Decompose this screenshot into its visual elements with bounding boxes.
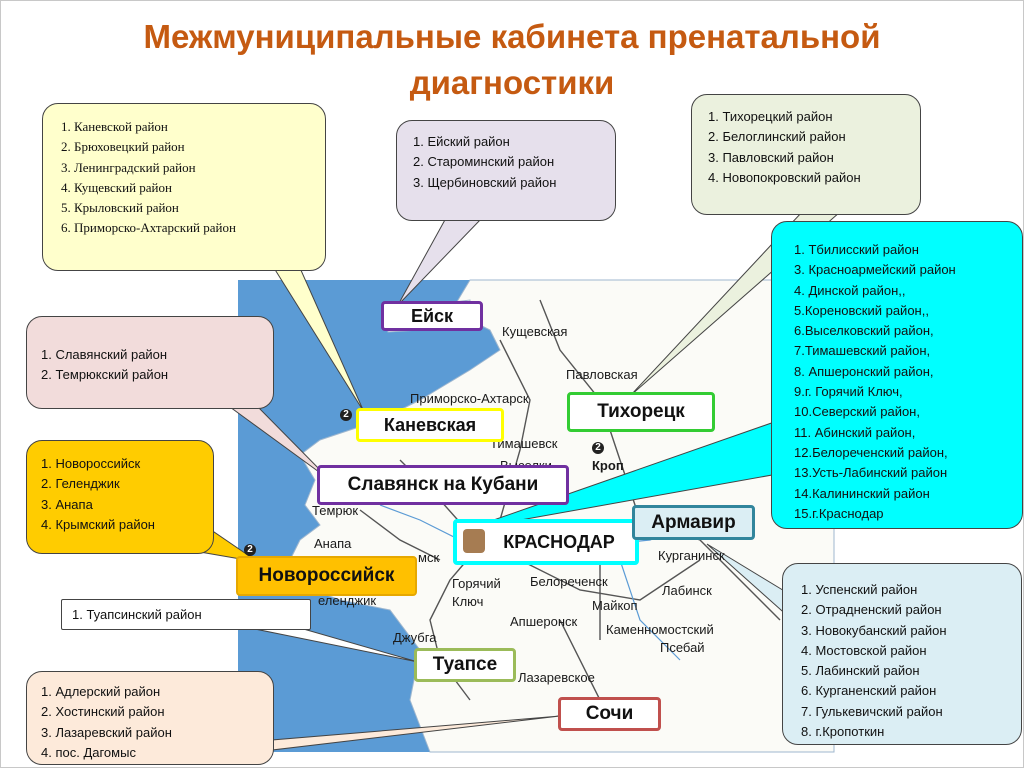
list-item: 4. Динской район,, (794, 282, 906, 298)
list-item: 3. Анапа (41, 496, 93, 512)
callout-kanevskaya: 1. Каневской район 2. Брюховецкий район … (42, 103, 326, 271)
map-label-psebay: Псебай (660, 640, 705, 655)
district-list-armavir: 1. Успенский район 2. Отрадненский район… (801, 580, 1021, 742)
list-item: 2. Темрюкский район (41, 367, 169, 383)
callout-tuapse: 1. Туапсинский район (61, 599, 311, 630)
center-label-armavir: Армавир (632, 505, 755, 540)
callout-slavyansk: 1. Славянский район 2. Темрюкский район (26, 316, 274, 409)
district-list-novorossiysk: 1. Новороссийск 2. Геленджик 3. Анапа 4.… (41, 454, 213, 535)
center-label-tuapse: Туапсе (414, 648, 516, 682)
map-label-lazarevskoe: Лазаревское (518, 670, 595, 685)
center-label-krasnodar: КРАСНОДАР (453, 519, 639, 565)
list-item: 5. Крыловский район (61, 200, 179, 216)
list-item: 3. Лазаревский район (41, 724, 172, 740)
map-label-primorsko-akhtarsk: Приморско-Ахтарск (410, 391, 529, 406)
center-label-krasnodar-text: КРАСНОДАР (503, 532, 615, 552)
district-list-yeysk: 1. Ейский район 2. Староминский район 3.… (413, 132, 615, 193)
center-label-kanevskaya: Каневская (356, 408, 504, 442)
map-label-timashevsk: Тимашевск (490, 436, 558, 451)
list-item: 3. Щербиновский район (413, 174, 557, 190)
district-list-tikhoretsk: 1. Тихорецкий район 2. Белоглинский райо… (708, 107, 920, 188)
list-item: 4. пос. Дагомыс (41, 744, 136, 760)
callout-novorossiysk: 1. Новороссийск 2. Геленджик 3. Анапа 4.… (26, 440, 214, 554)
list-item: 1. Тихорецкий район (708, 109, 833, 124)
list-item: 1. Тбилисский район (794, 242, 919, 257)
marker-kanevskaya: 2 (340, 409, 352, 421)
list-item: 3. Красноармейский район (794, 262, 956, 278)
list-item: 2. Хостинский район (41, 704, 165, 720)
list-item: 1. Туапсинский район (72, 607, 202, 622)
marker-kropotkin: 2 (592, 442, 604, 454)
map-label-kamennomostskiy: Каменномостский (606, 622, 714, 637)
callout-yeysk: 1. Ейский район 2. Староминский район 3.… (396, 120, 616, 221)
center-label-yeysk: Ейск (381, 301, 483, 331)
list-item: 14.Калининский район (794, 485, 930, 501)
map-label-kurganinsk: Курганинск (658, 548, 725, 563)
district-list-slavyansk: 1. Славянский район 2. Темрюкский район (41, 345, 273, 386)
list-item: 7.Тимашевский район, (794, 343, 931, 359)
center-label-tikhoretsk: Тихорецк (567, 392, 715, 432)
list-item: 1. Каневской район (61, 119, 168, 134)
district-list-sochi: 1. Адлерский район 2. Хостинский район 3… (41, 682, 273, 763)
map-label-gelendzhik: еленджик (318, 593, 377, 608)
list-item: 8. г.Кропоткин (801, 724, 885, 740)
marker-novorossiysk: 2 (244, 544, 256, 556)
list-item: 5. Лабинский район (801, 663, 920, 679)
map-label-anapa: Анапа (314, 536, 352, 551)
map-label-belorechensk: Белореченск (530, 574, 608, 589)
list-item: 6. Приморско-Ахтарский район (61, 220, 236, 236)
callout-sochi: 1. Адлерский район 2. Хостинский район 3… (26, 671, 274, 765)
center-label-novorossiysk: Новороссийск (236, 556, 417, 596)
center-label-slavyansk: Славянск на Кубани (317, 465, 569, 505)
map-label-maykop: Майкоп (592, 598, 638, 613)
district-list-kanevskaya: 1. Каневской район 2. Брюховецкий район … (61, 117, 325, 239)
map-label-pavlovskaya: Павловская (566, 367, 638, 382)
list-item: 10.Северский район, (794, 404, 920, 420)
map-label-labinsk: Лабинск (662, 583, 712, 598)
list-item: 4. Кущевский район (61, 179, 172, 195)
list-item: 2. Отрадненский район (801, 602, 942, 618)
list-item: 2. Староминский район (413, 154, 555, 170)
list-item: 13.Усть-Лабинский район (794, 465, 948, 481)
map-label-goryachiy: Горячий (452, 576, 501, 591)
list-item: 11. Абинский район, (794, 424, 916, 440)
list-item: 2. Геленджик (41, 476, 120, 492)
list-item: 1. Адлерский район (41, 684, 161, 699)
list-item: 1. Славянский район (41, 347, 168, 362)
map-label-apsheronsk: Апшеронск (510, 614, 578, 629)
list-item: 1. Ейский район (413, 134, 510, 149)
list-item: 6. Курганенский район (801, 683, 937, 699)
district-list-krasnodar: 1. Тбилисский район 3. Красноармейский р… (794, 240, 1022, 524)
list-item: 15.г.Краснодар (794, 505, 884, 521)
slide-title: Межмуниципальные кабинета пренатальной д… (143, 18, 881, 101)
center-label-sochi: Сочи (558, 697, 661, 731)
callout-tikhoretsk: 1. Тихорецкий район 2. Белоглинский райо… (691, 94, 921, 215)
list-item: 1. Успенский район (801, 582, 918, 597)
list-item: 12.Белореченский район, (794, 444, 948, 460)
list-item: 5.Кореновский район,, (794, 302, 929, 318)
map-label-krymsk: мск (418, 550, 440, 565)
krasnodar-marker-icon (463, 529, 485, 553)
map-label-klyuch: Ключ (452, 594, 484, 609)
callout-krasnodar: 1. Тбилисский район 3. Красноармейский р… (771, 221, 1023, 529)
district-list-tuapse: 1. Туапсинский район (72, 605, 310, 625)
list-item: 3. Ленинградский район (61, 159, 196, 175)
map-label-kropotkin: Кроп (592, 458, 624, 473)
list-item: 2. Белоглинский район (708, 129, 846, 145)
map-label-temryuk: Темрюк (312, 503, 359, 518)
list-item: 1. Новороссийск (41, 456, 141, 471)
list-item: 9.г. Горячий Ключ, (794, 384, 903, 400)
callout-armavir: 1. Успенский район 2. Отрадненский район… (782, 563, 1022, 745)
list-item: 3. Павловский район (708, 149, 834, 165)
map-label-dzhubga: Джубга (393, 630, 437, 645)
list-item: 3. Новокубанский район (801, 622, 947, 638)
list-item: 8. Апшеронский район, (794, 363, 934, 379)
list-item: 4. Новопокровский район (708, 169, 861, 185)
list-item: 4. Крымский район (41, 516, 155, 532)
map-label-kushchevskaya: Кущевская (502, 324, 568, 339)
list-item: 6.Выселковский район, (794, 323, 934, 339)
list-item: 2. Брюховецкий район (61, 139, 185, 155)
list-item: 4. Мостовской район (801, 642, 927, 658)
list-item: 7. Гулькевичский район (801, 703, 943, 719)
